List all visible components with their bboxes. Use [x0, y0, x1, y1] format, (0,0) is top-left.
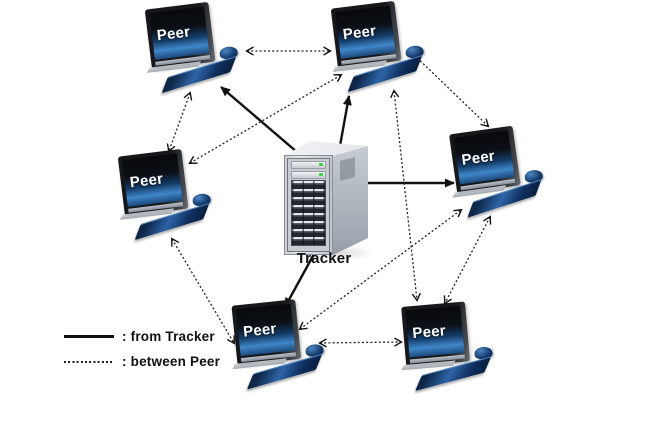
legend-dotted-line — [64, 360, 114, 363]
peer-arrow — [320, 342, 401, 343]
peer-label: Peer — [242, 320, 278, 341]
tracker-front-face — [284, 155, 333, 255]
peer-monitor: Peer — [231, 299, 302, 366]
peer-node-right: Peer — [447, 122, 551, 226]
peer-arrow — [394, 91, 417, 300]
tracker-panel — [287, 158, 330, 252]
peer-monitor: Peer — [401, 301, 471, 367]
optical-drive — [291, 171, 326, 179]
peer-arrow — [169, 93, 190, 151]
peer-node-middle-left: Peer — [116, 146, 219, 249]
tracker-label: Tracker — [296, 250, 352, 267]
legend-label: : from Tracker — [122, 329, 215, 344]
legend-item-from-tracker: : from Tracker — [64, 324, 220, 349]
peer-monitor: Peer — [330, 0, 402, 69]
peer-arrow — [172, 239, 234, 343]
peer-screen: Peer — [235, 303, 296, 357]
peer-monitor: Peer — [449, 125, 521, 194]
peer-arrow — [445, 217, 490, 303]
peer-label: Peer — [411, 322, 447, 343]
legend-item-between-peer: : between Peer — [64, 349, 220, 374]
legend-solid-line — [64, 335, 114, 338]
peer-screen: Peer — [335, 5, 396, 59]
peer-monitor: Peer — [144, 1, 216, 70]
peer-node-top-middle: Peer — [329, 0, 432, 100]
legend-label: : between Peer — [122, 354, 221, 369]
peer-label: Peer — [155, 23, 192, 45]
peer-monitor: Peer — [117, 148, 189, 217]
peer-node-bottom-middle: Peer — [229, 296, 330, 397]
peer-label: Peer — [341, 22, 378, 44]
peer-screen: Peer — [122, 153, 183, 207]
peer-node-bottom-right: Peer — [399, 299, 499, 399]
optical-drive — [291, 161, 326, 169]
tracker-vent — [340, 157, 355, 181]
peer-node-top-left: Peer — [143, 0, 246, 101]
peer-screen: Peer — [149, 6, 210, 60]
legend: : from Tracker : between Peer — [64, 324, 220, 374]
peer-arrow — [411, 52, 488, 126]
led-indicator — [319, 163, 323, 166]
tracker-server-icon — [280, 133, 380, 265]
peer-screen: Peer — [405, 305, 465, 358]
drive-bays — [291, 180, 326, 246]
peer-label: Peer — [128, 170, 165, 192]
led-indicator — [319, 173, 323, 176]
peer-screen: Peer — [453, 130, 515, 185]
peer-label: Peer — [460, 147, 496, 169]
